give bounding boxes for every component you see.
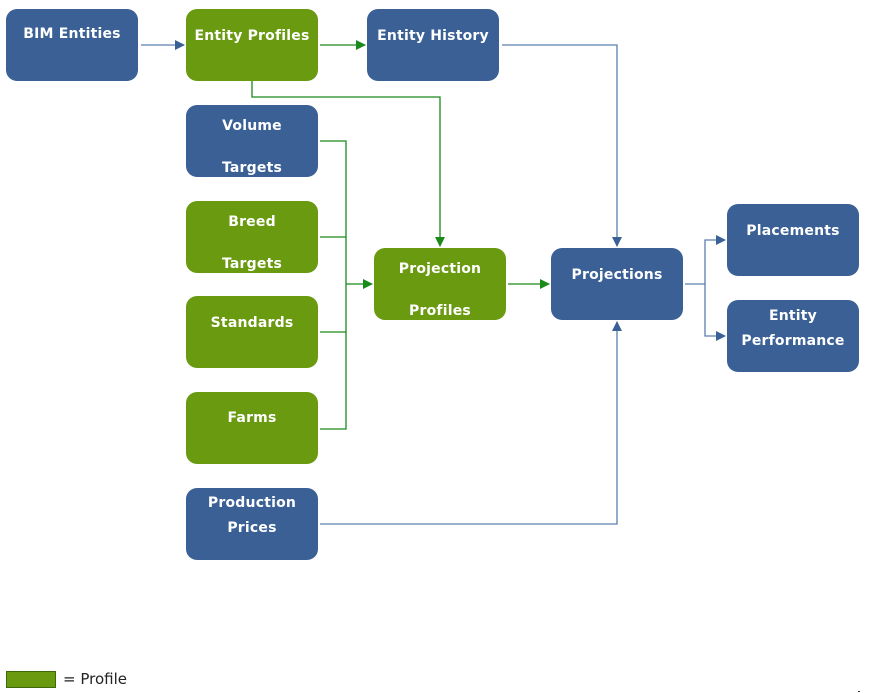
node-projections[interactable]: Projections	[551, 248, 683, 320]
node-farms[interactable]: Farms	[186, 392, 318, 464]
node-bim-entities[interactable]: BIM Entities	[6, 9, 138, 81]
node-production-prices[interactable]: Production Prices	[186, 488, 318, 560]
node-projection-profiles[interactable]: Projection Profiles	[374, 248, 506, 320]
node-label: Placements	[746, 223, 840, 239]
node-label-line2: Performance	[741, 333, 845, 349]
edge-entity-history-to-projections	[502, 44, 622, 247]
node-standards[interactable]: Standards	[186, 296, 318, 368]
edge-volume-targets-bus	[320, 140, 347, 430]
legend-label: = Profile	[63, 670, 127, 688]
node-label-line2: Targets	[221, 256, 283, 272]
node-label: Entity Profiles	[194, 28, 310, 44]
node-entity-profiles[interactable]: Entity Profiles	[186, 9, 318, 81]
node-entity-performance[interactable]: Entity Performance	[727, 300, 859, 372]
edge-projections-to-placements	[685, 235, 726, 285]
node-label-line2: Targets	[221, 160, 283, 176]
node-label-line2: Profiles	[409, 303, 471, 319]
edge-projections-to-entity-performance	[704, 284, 726, 341]
node-breed-targets[interactable]: Breed Targets	[186, 201, 318, 273]
node-label-line1: Volume	[222, 118, 282, 134]
node-label: Farms	[227, 410, 277, 426]
node-placements[interactable]: Placements	[727, 204, 859, 276]
node-label: BIM Entities	[23, 26, 121, 42]
node-volume-targets[interactable]: Volume Targets	[186, 105, 318, 177]
node-label: Entity History	[377, 28, 489, 44]
node-label-line1: Production	[207, 495, 297, 511]
node-label: Standards	[210, 315, 294, 331]
corner-mark	[858, 691, 860, 692]
node-label-line1: Entity	[768, 308, 818, 324]
node-label: Projections	[571, 267, 663, 283]
edge-entity-profiles-to-projection-profiles	[251, 81, 445, 247]
node-label-line1: Breed	[228, 214, 276, 230]
legend-profile-swatch	[6, 671, 56, 688]
edge-production-prices-to-projections	[320, 321, 622, 525]
node-label-line1: Projection	[398, 261, 482, 277]
node-label-line2: Prices	[227, 520, 277, 536]
node-entity-history[interactable]: Entity History	[367, 9, 499, 81]
